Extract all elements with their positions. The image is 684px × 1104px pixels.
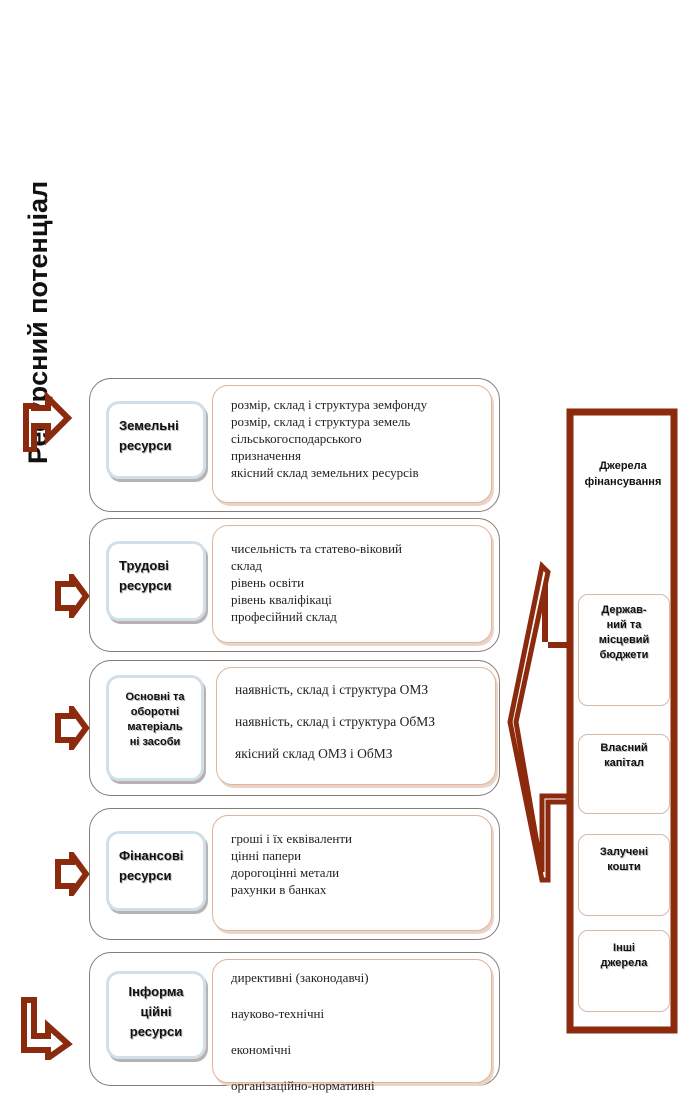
row-information: Інформа ційні ресурси директивні (законо… xyxy=(89,952,500,1093)
label-assets: Основні та оборотні матеріаль ні засоби xyxy=(106,675,204,781)
item: економічні xyxy=(231,1042,292,1057)
source-own-capital: Власний капітал xyxy=(578,734,670,814)
item: професійний склад xyxy=(231,609,337,624)
details-assets: наявність, склад і структура ОМЗ наявніс… xyxy=(216,667,496,785)
source-other: Інші джерела xyxy=(578,930,670,1012)
item: цінні папери xyxy=(231,848,302,863)
financing-title: Джерела фінансування xyxy=(584,460,662,488)
item: наявність, склад і структура ОбМЗ xyxy=(235,714,435,729)
source-borrowed: Залучені кошти xyxy=(578,834,670,916)
details-land: розмір, склад і структура земфонду розмі… xyxy=(212,385,492,503)
label-labour: Трудові ресурси xyxy=(106,541,206,621)
row-finance: Фінансові ресурси гроші і їх еквіваленти… xyxy=(89,808,500,940)
row-labour: Трудові ресурси чисельність та статево-в… xyxy=(89,518,500,652)
label-land: Земельні ресурси xyxy=(106,401,206,479)
item: рівень освіти xyxy=(231,575,305,590)
item: чисельність та статево-віковий склад xyxy=(231,541,402,573)
item: рівень кваліфікаці xyxy=(231,592,332,607)
item: гроші і їх еквіваленти xyxy=(231,831,352,846)
label-finance: Фінансові ресурси xyxy=(106,831,206,911)
item: дорогоцінні метали xyxy=(231,865,340,880)
details-labour: чисельність та статево-віковий склад рів… xyxy=(212,525,492,643)
arrow-row-4 xyxy=(55,852,90,896)
item: рахунки в банках xyxy=(231,882,327,897)
label-information: Інформа ційні ресурси xyxy=(106,971,206,1059)
financing-frame xyxy=(566,408,678,1034)
arrow-row-1 xyxy=(23,392,73,452)
row-assets: Основні та оборотні матеріаль ні засоби … xyxy=(89,660,500,796)
item: розмір, склад і структура земель сільськ… xyxy=(231,414,411,463)
item: директивні (законодавчі) xyxy=(231,970,369,985)
arrow-row-5 xyxy=(21,997,73,1060)
item: якісний склад ОМЗ і ОбМЗ xyxy=(235,746,393,761)
details-finance: гроші і їх еквіваленти цінні папери доро… xyxy=(212,815,492,931)
arrow-row-2 xyxy=(55,574,90,618)
row-land: Земельні ресурси розмір, склад і структу… xyxy=(89,378,500,512)
details-information: директивні (законодавчі) науково-технічн… xyxy=(212,959,492,1093)
item: якісний склад земельних ресурсів xyxy=(231,465,419,480)
item: науково-технічні xyxy=(231,1006,325,1021)
source-budget: Держав- ний та місцевий бюджети xyxy=(578,594,670,706)
arrow-row-3 xyxy=(55,706,90,750)
item: розмір, склад і структура земфонду xyxy=(231,397,428,412)
financing-panel: Джерела фінансування Держав- ний та місц… xyxy=(566,408,678,1034)
item: наявність, склад і структура ОМЗ xyxy=(235,682,429,697)
item: організаційно-нормативні xyxy=(231,1078,375,1093)
